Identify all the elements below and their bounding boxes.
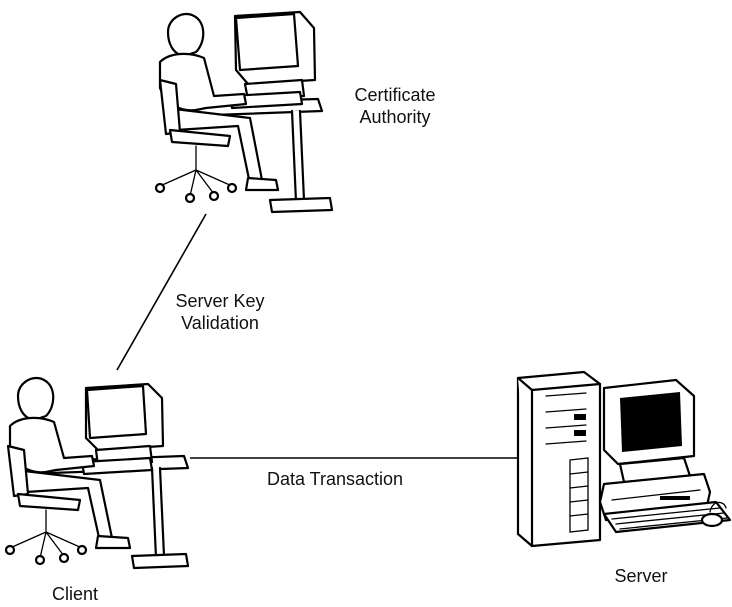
data-transaction-label: Data Transaction <box>266 469 404 489</box>
ca-label-line2: Authority <box>359 107 431 127</box>
validation-label: Server Key Validation <box>160 290 280 334</box>
validation-label-line2: Validation <box>181 313 259 333</box>
ca-workstation-icon <box>154 10 334 214</box>
client-label: Client <box>51 584 99 604</box>
validation-connector <box>116 213 207 371</box>
ca-label-line1: Certificate <box>354 85 436 105</box>
ca-label: Certificate Authority <box>340 84 450 128</box>
client-workstation-icon <box>4 376 190 570</box>
server-icon <box>516 370 732 548</box>
server-label: Server <box>614 566 668 586</box>
validation-label-line1: Server Key <box>175 291 265 311</box>
